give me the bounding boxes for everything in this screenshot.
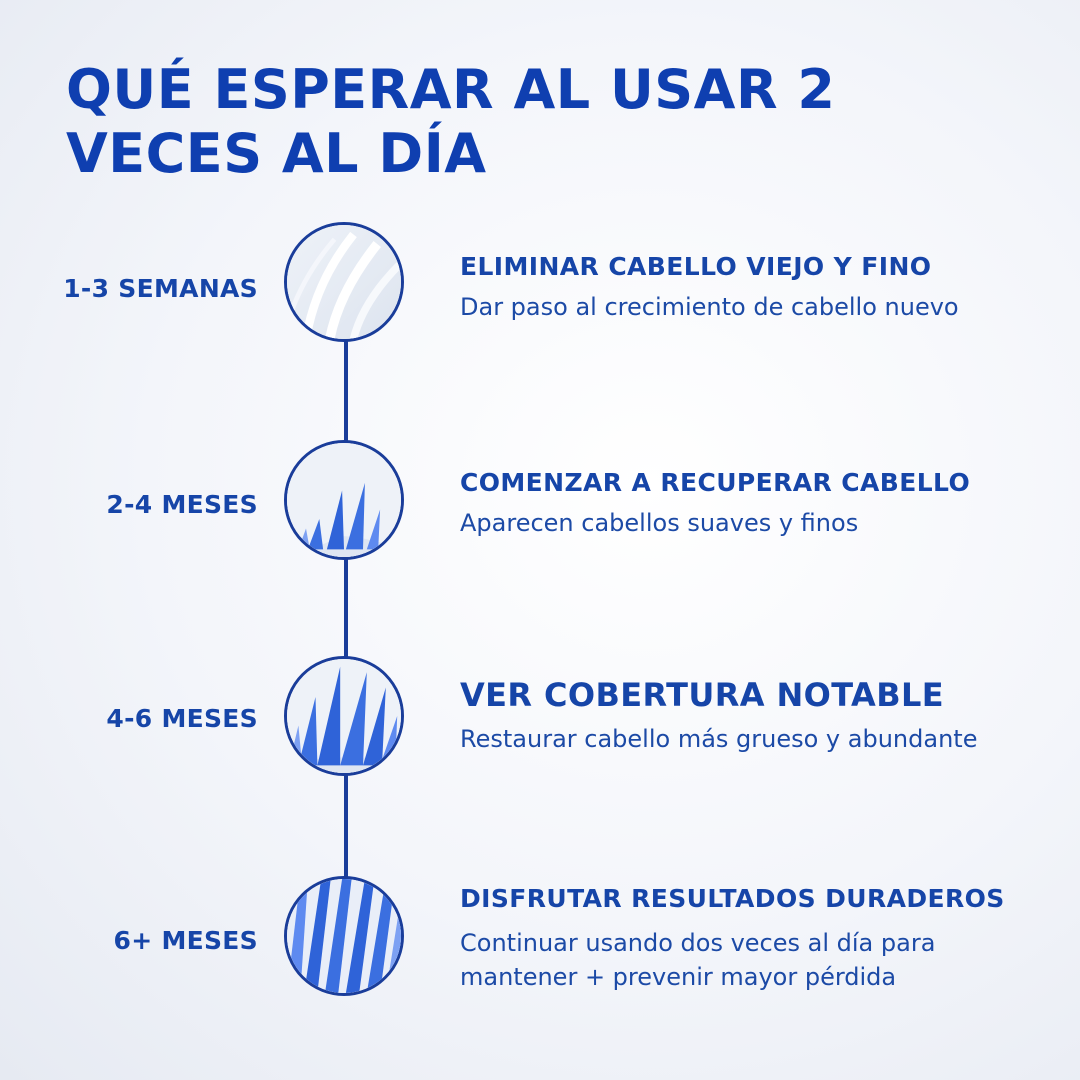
step-heading: ELIMINAR CABELLO VIEJO Y FINO <box>460 252 932 281</box>
step-description: Dar paso al crecimiento de cabello nuevo <box>460 293 959 321</box>
timeline-step-3: 4-6 MESES VER COBERTURA NOTABLE Restaura… <box>0 656 1080 786</box>
step-description: Continuar usando dos veces al día para m… <box>460 929 936 991</box>
step-heading: COMENZAR A RECUPERAR CABELLO <box>460 468 971 497</box>
step-period: 1-3 SEMANAS <box>63 274 258 303</box>
timeline-step-4: 6+ MESES DISFRUTAR RESULTADOS DURADEROS … <box>0 876 1080 1006</box>
step-description: Restaurar cabello más grueso y abundante <box>460 725 978 753</box>
step-period: 6+ MESES <box>113 926 258 955</box>
timeline-step-1: 1-3 SEMANAS ELIMINAR CABELLO VIEJO Y FIN… <box>0 222 1080 352</box>
step-heading: VER COBERTURA NOTABLE <box>460 676 945 714</box>
short-blue-hair-icon <box>284 440 404 560</box>
white-hair-strands-icon <box>284 222 404 342</box>
timeline-step-2: 2-4 MESES COMENZAR A RECUPERAR CABELLO A… <box>0 440 1080 570</box>
step-heading: DISFRUTAR RESULTADOS DURADEROS <box>460 884 1005 913</box>
step-period: 2-4 MESES <box>106 490 258 519</box>
medium-blue-hair-icon <box>284 656 404 776</box>
step-description: Aparecen cabellos suaves y finos <box>460 509 859 537</box>
timeline-line <box>344 300 348 960</box>
full-blue-hair-icon <box>284 876 404 996</box>
page-title: QUÉ ESPERAR AL USAR 2 VECES AL DÍA <box>66 58 836 185</box>
step-period: 4-6 MESES <box>106 704 258 733</box>
